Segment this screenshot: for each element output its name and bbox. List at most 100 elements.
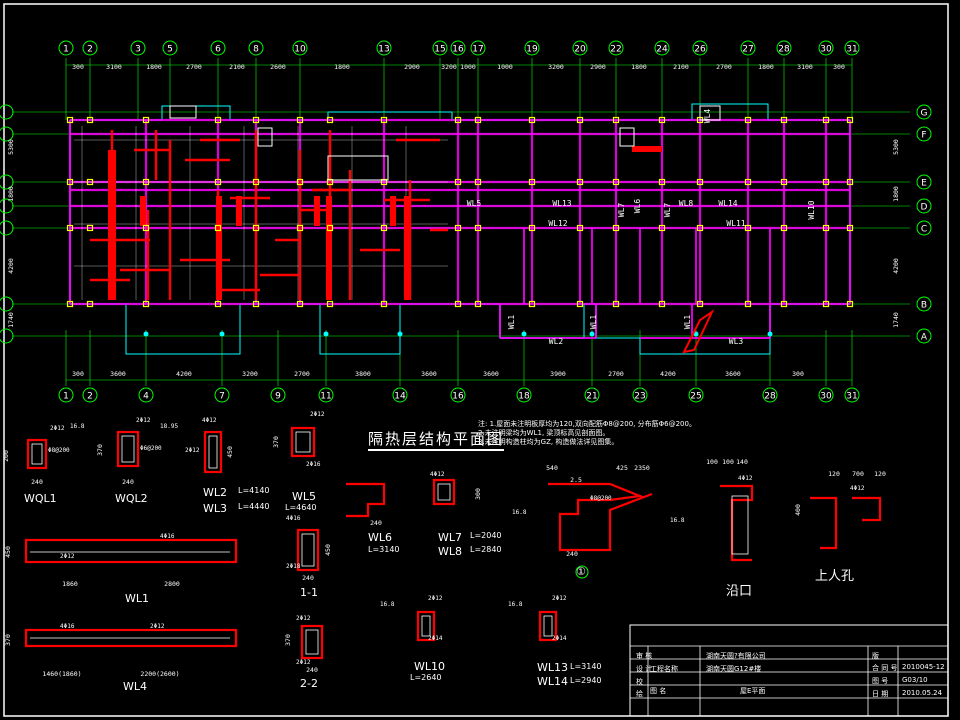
column-mark (66, 116, 74, 124)
column-mark (846, 116, 854, 124)
beam-label: WL13 (552, 199, 571, 208)
column-mark (780, 116, 788, 124)
axis-bubble-bottom-circle (844, 387, 860, 403)
eave-wall (731, 495, 749, 555)
axis-bubble-bottom-text: 30 (820, 392, 832, 402)
beam-label: WL11 (726, 219, 745, 228)
axis-bubble-row-text: C (921, 225, 927, 235)
beam-label: WL5 (467, 199, 482, 208)
eave-rebar: 4Φ12 (738, 475, 753, 482)
column-mark (576, 300, 584, 308)
axis-bubble-row-circle (916, 198, 932, 214)
column-mark (744, 178, 752, 186)
bottom-dim-text: 300 (792, 370, 804, 378)
column-mark (474, 116, 482, 124)
axis-bubble-top-circle (450, 40, 466, 56)
axis-bubble-top-circle (654, 40, 670, 56)
red-column-strip (216, 196, 222, 300)
opening-mark (169, 105, 197, 119)
column-mark (380, 116, 388, 124)
column-mark (252, 300, 260, 308)
tb-check-1: 审 核 (636, 652, 653, 660)
detail-len-wl8: L=2840 (470, 545, 502, 554)
detail-len-wl6: L=3140 (368, 545, 400, 554)
column-mark (822, 300, 830, 308)
tb-drawing: 屋E平面 (740, 687, 766, 695)
red-column-strip (390, 196, 396, 226)
axis-bubble-top-text: 31 (846, 45, 857, 55)
column-mark (576, 178, 584, 186)
axis-bubble-top-circle (470, 40, 486, 56)
wl1-dim3: 450 (4, 546, 12, 558)
canopy-dim5: 240 (566, 550, 578, 558)
top-dim-text: 2900 (590, 63, 606, 71)
beam-label: WL8 (679, 199, 694, 208)
opening-mark (327, 155, 389, 181)
red-column-strip (314, 196, 320, 226)
wl5-rebar2: 2Φ16 (306, 461, 321, 468)
column-mark (86, 178, 94, 186)
top-dim-text: 2700 (186, 63, 202, 71)
axis-bubble-bottom-circle (688, 387, 704, 403)
beam-label: WL14 (718, 199, 737, 208)
detail-len-wl13: L=3140 (570, 662, 602, 671)
column-mark (296, 178, 304, 186)
canopy-dim4: 2.5 (570, 476, 582, 484)
axis-bubble-bottom-circle (318, 387, 334, 403)
plan-notes: 注: 1.屋面未注明板厚均为120,双向配筋Φ8@200, 分布筋Φ6@200。… (478, 420, 696, 447)
detail-label-eave: 沿口 (726, 584, 753, 599)
manhole-dim4: 400 (794, 504, 802, 516)
red-column-strip (108, 150, 116, 300)
column-mark (474, 178, 482, 186)
wl2-section-stirrup (208, 435, 218, 469)
column-mark (822, 224, 830, 232)
wl1-dim2: 2800 (164, 580, 180, 588)
canopy-marker (575, 565, 589, 579)
top-dim-text: 300 (833, 63, 845, 71)
column-mark (142, 300, 150, 308)
column-mark (454, 178, 462, 186)
column-mark (658, 224, 666, 232)
column-mark (86, 300, 94, 308)
s11-rebar2: 2Φ18 (286, 563, 301, 570)
manhole-dim1: 120 (828, 470, 840, 478)
bottom-dim-text: 2700 (294, 370, 310, 378)
axis-bubble-top-circle (776, 40, 792, 56)
axis-bubble-top-text: 19 (526, 45, 538, 55)
manhole-section (810, 496, 882, 550)
row-dim-left-text: 1800 (7, 186, 15, 202)
axis-bubble-top-circle (524, 40, 540, 56)
detail-label-wl7: WL7 (438, 531, 463, 544)
wl6-dim: 240 (370, 519, 382, 527)
wl13-rebar1: 2Φ12 (552, 595, 567, 602)
wl4-dim1: 1460(1860) (42, 670, 81, 678)
section-1-1-stirrup (301, 533, 315, 567)
axis-bubble-bottom-text: 11 (320, 392, 331, 402)
axis-bubble-bottom-circle (270, 387, 286, 403)
row-dim-left-text: 4200 (7, 258, 15, 274)
detail-label-wl13: WL13 (537, 661, 569, 674)
eave-section (720, 484, 754, 562)
canopy-rebar: Φ8@200 (590, 495, 612, 502)
wl7-dim: 300 (474, 488, 482, 500)
bottom-dim-text: 4200 (176, 370, 192, 378)
detail-len-wl7: L=2040 (470, 531, 502, 540)
axis-bubble-top-circle (82, 40, 98, 56)
wl2-rebar2: 2Φ12 (185, 447, 200, 454)
note-1: 注: 1.屋面未注明板厚均为120,双向配筋Φ8@200, 分布筋Φ6@200。 (478, 420, 696, 428)
wl10-section-stirrup (421, 615, 431, 637)
wql1-section (26, 438, 48, 470)
wl13-section (538, 610, 558, 642)
tb-project: 湖南天圆G12#楼 (706, 665, 762, 673)
column-mark (822, 178, 830, 186)
detail-label-manhole: 上人孔 (815, 569, 855, 584)
wl2-level: 18.95 (160, 423, 178, 430)
axis-bubble-top-circle (130, 40, 146, 56)
wl10-rebar1: 2Φ12 (428, 595, 443, 602)
axis-bubble-top-text: 3 (135, 45, 141, 55)
axis-bubble-bottom-text: 23 (634, 392, 645, 402)
section-details: 2402002Φ12Φ8@20016.82403702Φ12Φ6@20018.9… (2, 411, 886, 678)
column-mark (142, 116, 150, 124)
column-mark (326, 224, 334, 232)
